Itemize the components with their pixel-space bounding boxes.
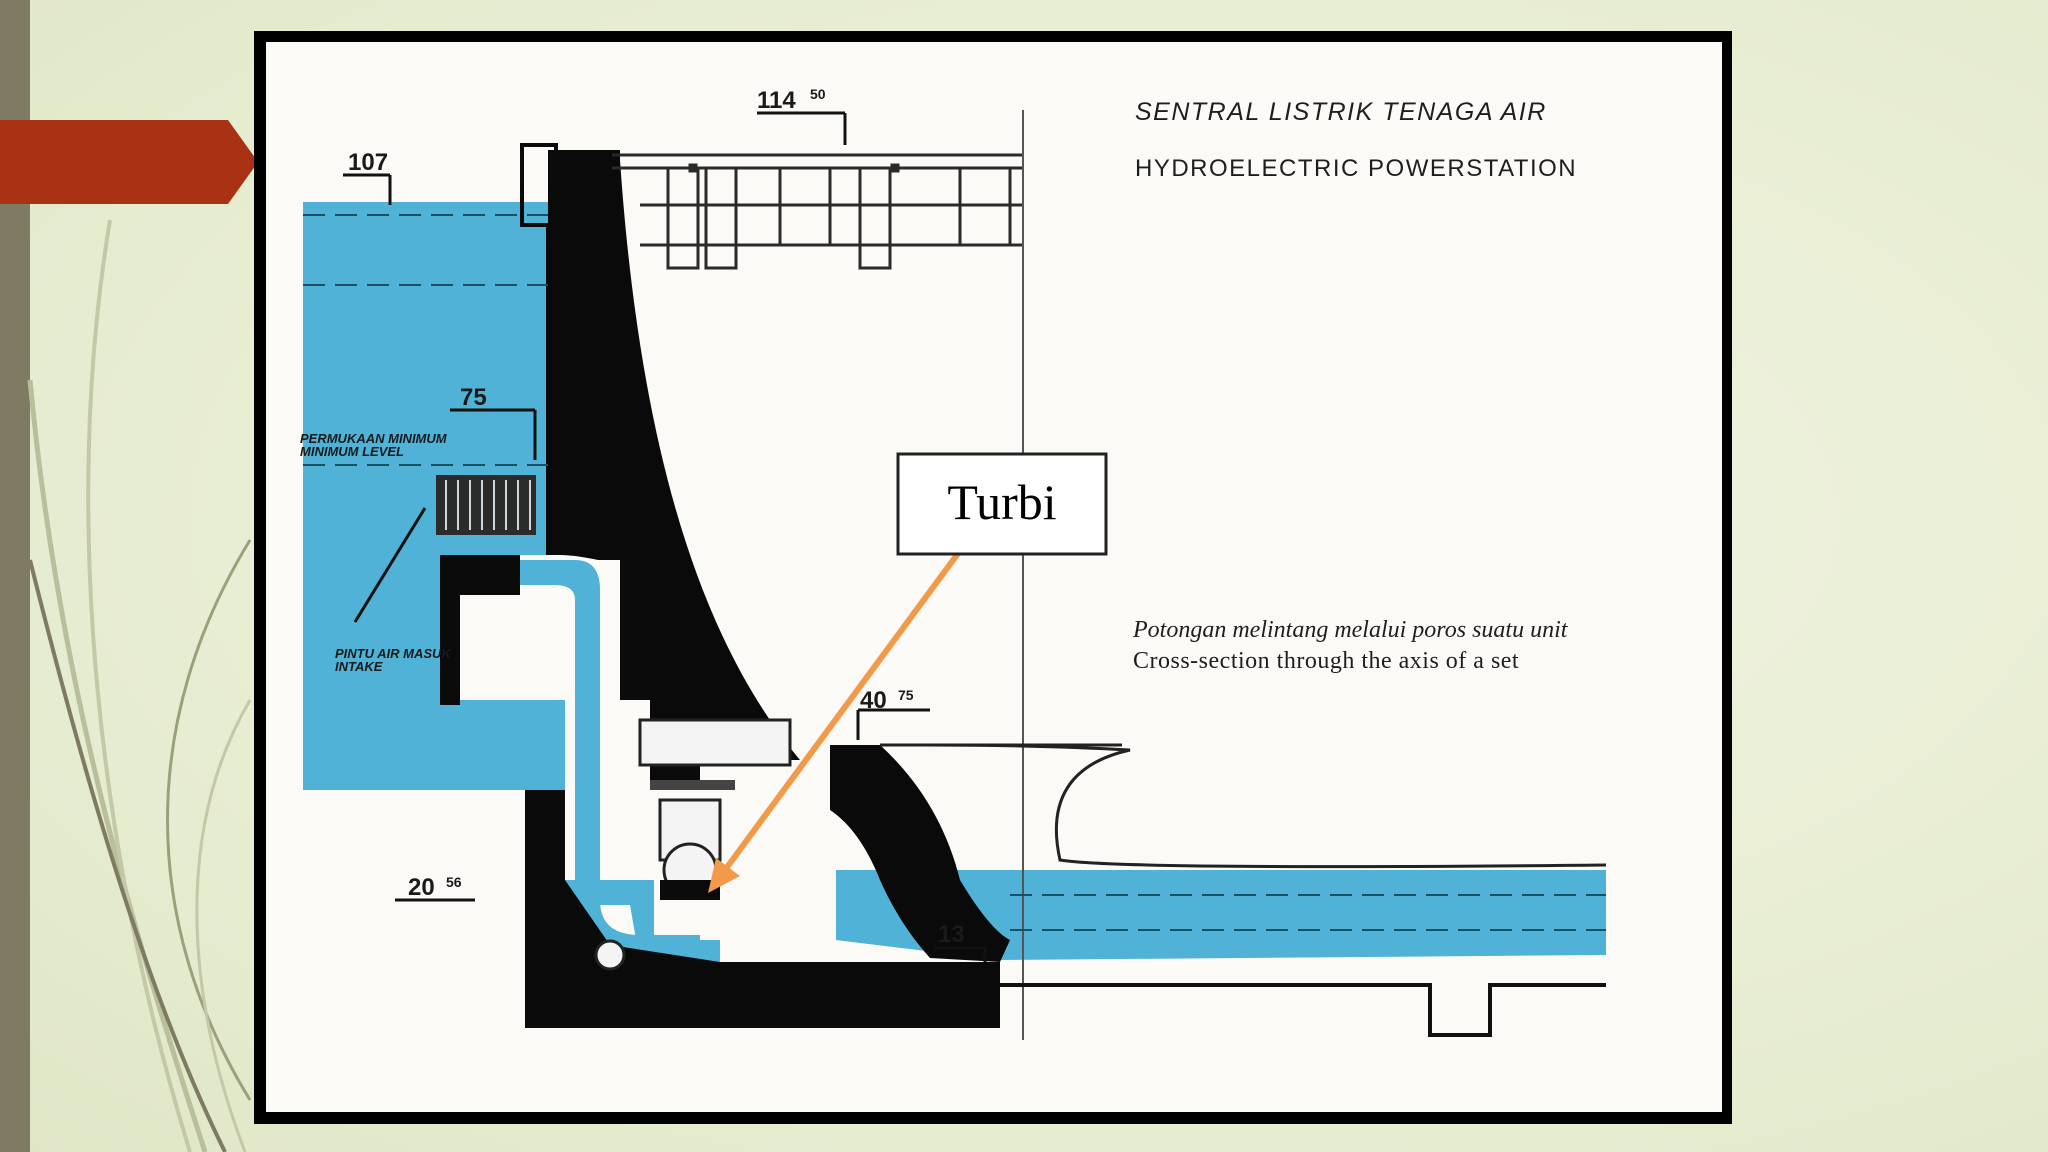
label-intake-id: PINTU AIR MASUK: [335, 646, 452, 661]
level-tailwater-sup: 75: [898, 687, 914, 703]
draft-tube: [929, 743, 1607, 869]
intake-wall-lower: [440, 555, 460, 705]
level-crest: 114: [757, 87, 796, 114]
callout-box: [896, 452, 1108, 556]
level-tailwater: 40: [860, 687, 887, 714]
label-min-level-en: MINIMUM LEVEL: [300, 444, 404, 459]
diagram-title: SENTRAL LISTRIK TENAGA AIR: [1135, 98, 1547, 126]
slide-arrow-tab: [0, 120, 258, 204]
level-crest-sup: 50: [810, 86, 826, 102]
level-draft: 13: [938, 921, 965, 948]
dam-structure: [548, 150, 800, 780]
generator-unit: [594, 718, 792, 971]
water-level-lines: [303, 214, 1606, 931]
level-minimum: 75: [460, 384, 487, 411]
callout-arrow: [708, 545, 965, 893]
level-turbine-sup: 56: [446, 874, 462, 890]
tailrace-water: [836, 870, 1606, 960]
level-upstream: 107: [348, 149, 388, 176]
callout-label: Turbi: [947, 474, 1056, 530]
level-turbine: 20: [408, 874, 435, 901]
label-min-level-id: PERMUKAAN MINIMUM: [300, 431, 448, 446]
caption-english: Cross-section through the axis of a set: [1133, 648, 1519, 674]
intake-grille: [436, 475, 536, 535]
crest-bridge: [612, 153, 1022, 270]
foundation: [525, 790, 1000, 1028]
powerhouse-block: [830, 745, 1010, 962]
gate-shaft-top: [520, 143, 558, 227]
label-intake-en: INTAKE: [335, 659, 383, 674]
level-markers: [343, 111, 987, 962]
caption-indonesian: Potongan melintang melalui poros suatu u…: [1132, 617, 1569, 643]
decorative-curves: [27, 219, 252, 1152]
reservoir-water: [303, 202, 720, 962]
diagram-subtitle: HYDROELECTRIC POWERSTATION: [1135, 155, 1577, 182]
downstream-base: [1000, 983, 1606, 1037]
